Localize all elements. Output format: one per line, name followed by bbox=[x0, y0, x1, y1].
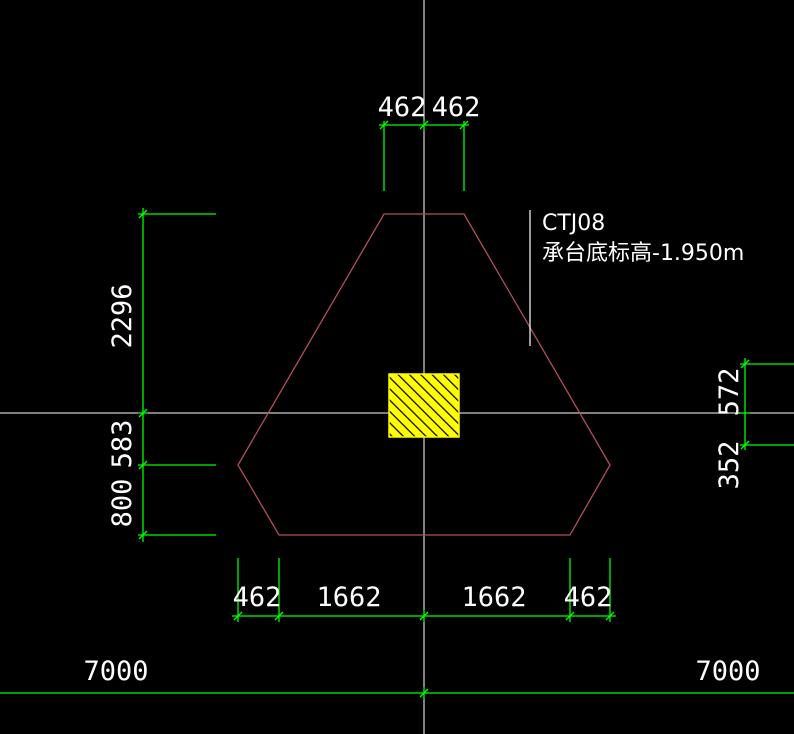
pile-cap-outline bbox=[237, 213, 611, 536]
elevation-label: 承台底标高-1.950m bbox=[542, 241, 744, 266]
dim-bottom-2: 1662 bbox=[316, 582, 381, 613]
dim-bottom-1: 462 bbox=[233, 582, 282, 613]
dim-right-upper: 572 bbox=[714, 368, 745, 417]
dim-grid-right: 7000 bbox=[695, 656, 760, 687]
dim-right-lower: 352 bbox=[714, 441, 745, 490]
dim-grid-left: 7000 bbox=[83, 656, 148, 687]
dimension-lines bbox=[0, 120, 794, 699]
dim-bottom-3: 1662 bbox=[461, 582, 526, 613]
dim-left-middle: 583 bbox=[107, 420, 138, 469]
component-id: CTJ08 bbox=[542, 211, 605, 236]
dim-left-lower: 800 bbox=[107, 479, 138, 528]
dim-top-left: 462 bbox=[378, 92, 427, 123]
dim-bottom-4: 462 bbox=[564, 582, 613, 613]
column bbox=[388, 373, 460, 438]
dim-top-right: 462 bbox=[432, 92, 481, 123]
dim-left-upper: 2296 bbox=[107, 283, 138, 348]
